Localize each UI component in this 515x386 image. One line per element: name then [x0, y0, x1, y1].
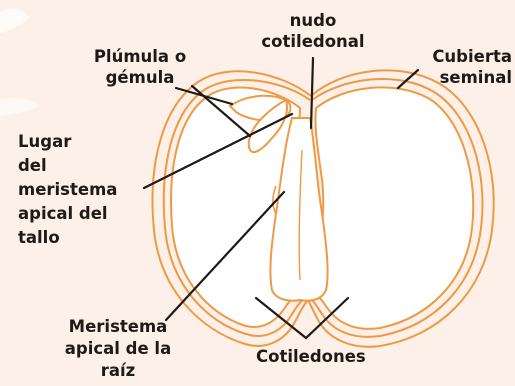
label-lugar-line2: del [18, 154, 117, 178]
label-meristema-raiz: Meristema apical de la raíz [38, 316, 198, 382]
label-raiz-line3: raíz [38, 360, 198, 382]
label-lugar-line5: tallo [18, 226, 117, 250]
label-cubierta-line2: seminal [414, 67, 512, 88]
label-nudo-line2: cotiledonal [248, 31, 378, 52]
leader-nudo-cotiledonal [311, 58, 313, 128]
label-nudo-cotiledonal: nudo cotiledonal [248, 10, 378, 52]
label-cubierta-line1: Cubierta [414, 46, 512, 67]
decorative-brush-mark [0, 9, 30, 34]
label-cotiledones: Cotiledones [256, 346, 366, 367]
label-raiz-line2: apical de la [38, 338, 198, 360]
label-lugar-line3: meristema [18, 178, 117, 202]
decorative-brush-mark [0, 98, 40, 116]
label-lugar-line1: Lugar [18, 130, 117, 154]
label-raiz-line1: Meristema [38, 316, 198, 338]
label-plumula-line2: gémula [80, 67, 200, 88]
label-lugar-meristema-tallo: Lugar del meristema apical del tallo [18, 130, 117, 250]
label-nudo-line1: nudo [248, 10, 378, 31]
label-plumula-line1: Plúmula o [80, 46, 200, 67]
label-cubierta-seminal: Cubierta seminal [414, 46, 512, 88]
label-lugar-line4: apical del [18, 202, 117, 226]
label-plumula: Plúmula o gémula [80, 46, 200, 88]
